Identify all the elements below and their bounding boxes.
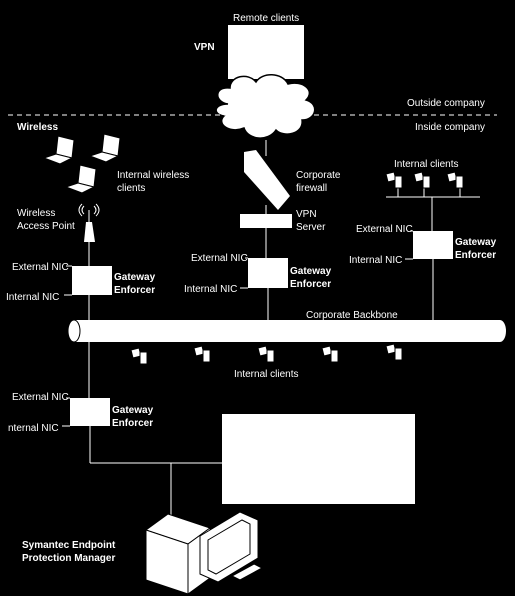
cloud-icon <box>215 74 316 139</box>
laptop-icon <box>64 164 97 194</box>
gateway-enforcer-label-1: Gateway <box>290 266 332 277</box>
gateway-enforcer-label-1: Gateway <box>114 272 156 283</box>
internal-clients-top-label: Internal clients <box>394 159 458 170</box>
corporate-firewall-label-2: firewall <box>296 183 327 194</box>
internal-clients-bottom-label: Internal clients <box>234 369 298 380</box>
internal-wireless-clients-label-2: clients <box>117 183 145 194</box>
gateway-enforcer-label-2: Enforcer <box>290 279 331 290</box>
wireless-access-point-label-1: Wireless <box>17 208 55 219</box>
sepm-label-2: Protection Manager <box>22 553 115 564</box>
gateway-enforcer-label-2: Enforcer <box>455 250 496 261</box>
gateway-enforcer-wireless <box>72 266 112 295</box>
gateway-enforcer-label-2: Enforcer <box>112 418 153 429</box>
client-computer-icon <box>413 171 431 189</box>
vpn-server-label-2: Server <box>296 222 326 233</box>
remote-clients-label: Remote clients <box>233 13 299 24</box>
inside-company-label: Inside company <box>415 122 485 133</box>
gateway-enforcer-right <box>413 231 453 259</box>
corporate-firewall-label-1: Corporate <box>296 170 341 181</box>
external-nic-label-bottom: External NIC <box>12 392 69 403</box>
internal-wireless-clients-label-1: Internal wireless <box>117 170 189 181</box>
gateway-enforcer-bottom <box>70 398 110 426</box>
client-computer-icon <box>321 345 339 363</box>
vpn-server-box <box>240 214 292 228</box>
gateway-enforcer-vpn <box>248 258 288 288</box>
client-computer-icon <box>385 171 403 189</box>
outside-company-label: Outside company <box>407 98 485 109</box>
internal-nic-label-bottom: nternal NIC <box>8 423 59 434</box>
gateway-enforcer-label-1: Gateway <box>455 237 497 248</box>
external-nic-label-vpn: External NIC <box>191 253 248 264</box>
vpn-label: VPN <box>194 42 215 53</box>
corporate-backbone <box>67 319 506 343</box>
monitor-icon <box>199 511 264 583</box>
laptop-icon <box>42 135 75 165</box>
remote-clients-box <box>228 25 304 79</box>
corporate-backbone-label: Corporate Backbone <box>306 310 398 321</box>
external-nic-label-right: External NIC <box>356 224 413 235</box>
gateway-enforcer-label-2: Enforcer <box>114 285 155 296</box>
client-computer-icon <box>257 345 275 363</box>
client-computer-icon <box>130 347 148 365</box>
wireless-access-point-label-2: Access Point <box>17 221 75 232</box>
firewall-icon <box>244 150 290 210</box>
client-computer-icon <box>385 343 403 361</box>
internal-nic-label-right: Internal NIC <box>349 255 402 266</box>
wireless-antenna-icon <box>78 203 100 242</box>
client-computer-icon <box>193 345 211 363</box>
protected-network-box <box>222 414 415 504</box>
vpn-server-label-1: VPN <box>296 209 317 220</box>
laptop-icon <box>88 133 121 163</box>
external-nic-label-wireless: External NIC <box>12 262 69 273</box>
client-computer-icon <box>446 171 464 189</box>
gateway-enforcer-label-1: Gateway <box>112 405 154 416</box>
internal-nic-label-wireless: Internal NIC <box>6 292 59 303</box>
sepm-label-1: Symantec Endpoint <box>22 540 116 551</box>
wireless-label: Wireless <box>17 122 58 133</box>
internal-nic-label-vpn: Internal NIC <box>184 284 237 295</box>
